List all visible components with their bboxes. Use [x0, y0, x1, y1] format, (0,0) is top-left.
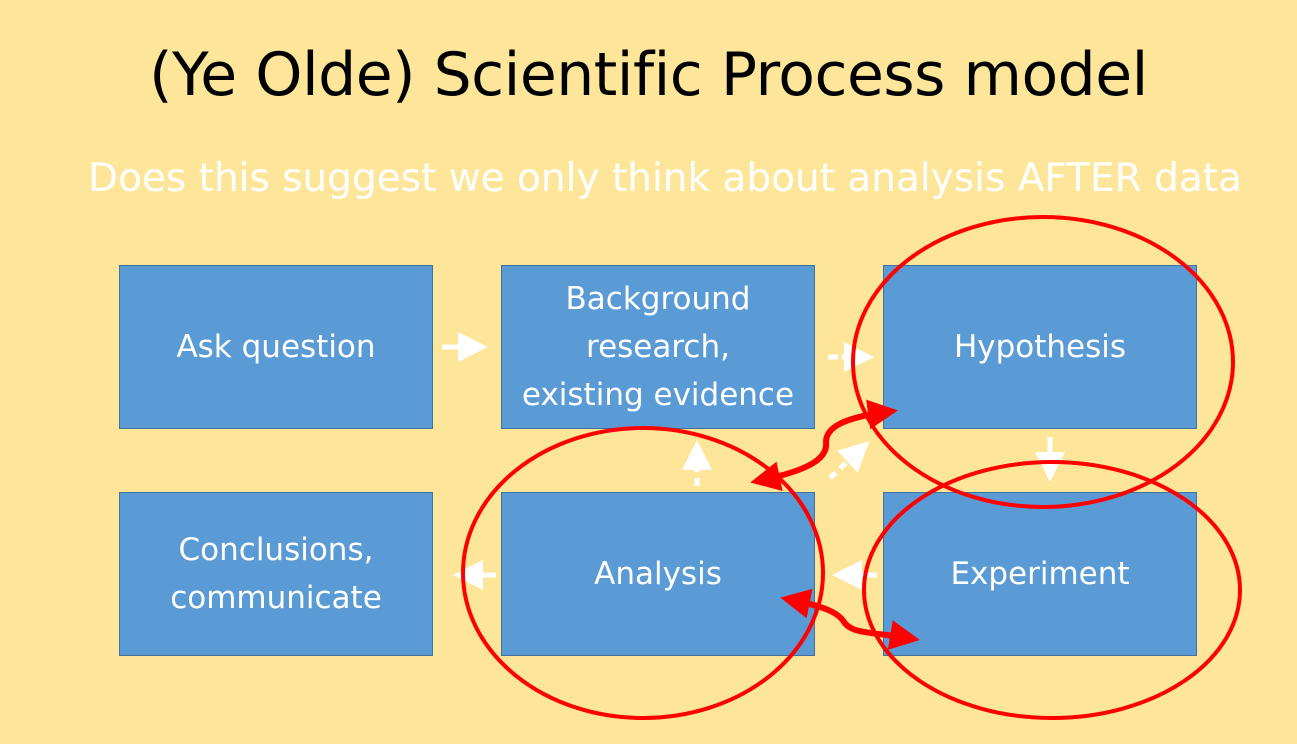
box-experiment: Experiment [883, 492, 1197, 656]
arrow-analysis-to-hypothesis [828, 441, 870, 480]
slide-title: (Ye Olde) Scientific Process model [149, 40, 1148, 110]
box-hypothesis: Hypothesis [883, 265, 1197, 429]
box-analysis: Analysis [501, 492, 815, 656]
box-background-research: Background research, existing evidence [501, 265, 815, 429]
box-ask-question: Ask question [119, 265, 433, 429]
slide-subtitle: Does this suggest we only think about an… [88, 156, 1242, 201]
box-conclusions: Conclusions, communicate [119, 492, 433, 656]
